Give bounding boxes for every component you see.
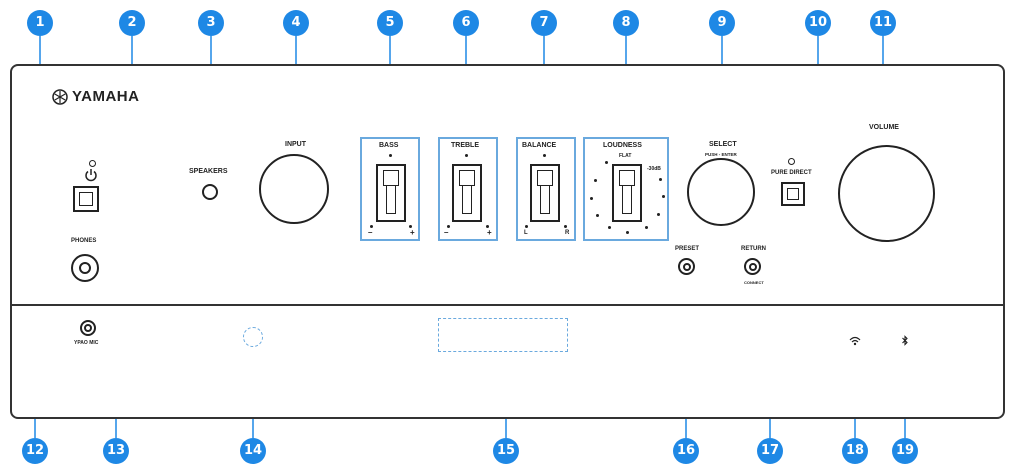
speakers-label: SPEAKERS	[189, 168, 228, 175]
yamaha-tuning-fork-icon	[52, 88, 68, 105]
callout-14: 14	[240, 438, 266, 464]
loudness-scale-dot	[605, 161, 608, 164]
loudness-label: LOUDNESS	[603, 142, 642, 149]
bass-control-group	[360, 137, 420, 241]
treble-minus-label: –	[444, 228, 449, 237]
loudness-scale-dot	[657, 213, 660, 216]
wifi-icon	[849, 336, 861, 346]
volume-label: VOLUME	[869, 124, 899, 131]
callout-17: 17	[757, 438, 783, 464]
front-display	[438, 318, 568, 352]
loudness-scale-dot	[590, 197, 593, 200]
brand-logo: YAMAHA	[52, 88, 139, 105]
bass-fader[interactable]	[376, 164, 406, 222]
callout-18: 18	[842, 438, 868, 464]
treble-plus-label: +	[487, 228, 492, 237]
loudness-control-group	[583, 137, 669, 241]
front-panel	[10, 64, 1005, 419]
power-indicator	[89, 160, 96, 167]
callout-11: 11	[870, 10, 896, 36]
bass-dot-min	[370, 225, 373, 228]
loudness-flat-label: FLAT	[619, 153, 632, 159]
preset-label: PRESET	[675, 246, 700, 252]
balance-right-label: R	[565, 230, 570, 236]
loudness-scale-dot	[626, 231, 629, 234]
bass-plus-label: +	[410, 228, 415, 237]
volume-knob[interactable]	[838, 145, 935, 242]
balance-center-dot	[543, 154, 546, 157]
bluetooth-icon	[902, 335, 908, 346]
callout-15: 15	[493, 438, 519, 464]
callout-19: 19	[892, 438, 918, 464]
callout-8: 8	[613, 10, 639, 36]
treble-center-dot	[465, 154, 468, 157]
return-button[interactable]	[744, 258, 761, 275]
input-knob[interactable]	[259, 154, 329, 224]
ypao-mic-label: YPAO MIC	[74, 340, 99, 346]
callout-7: 7	[531, 10, 557, 36]
panel-divider	[10, 304, 1005, 306]
select-knob[interactable]	[687, 158, 755, 226]
treble-dot-max	[486, 225, 489, 228]
callout-3: 3	[198, 10, 224, 36]
balance-left-label: L	[524, 230, 528, 236]
treble-label: TREBLE	[451, 142, 479, 149]
bass-label: BASS	[379, 142, 399, 149]
callout-5: 5	[377, 10, 403, 36]
select-label: SELECT	[709, 141, 737, 148]
loudness-scale-dot	[608, 226, 611, 229]
connect-label: CONNECT	[744, 280, 764, 285]
return-label: RETURN	[741, 246, 766, 252]
phones-jack[interactable]	[71, 254, 99, 282]
callout-1: 1	[27, 10, 53, 36]
loudness-scale-dot	[596, 214, 599, 217]
power-button[interactable]	[73, 186, 99, 212]
callout-9: 9	[709, 10, 735, 36]
loudness-scale-dot	[594, 179, 597, 182]
treble-dot-min	[447, 225, 450, 228]
callout-4: 4	[283, 10, 309, 36]
balance-label: BALANCE	[522, 142, 557, 149]
callout-13: 13	[103, 438, 129, 464]
preset-button[interactable]	[678, 258, 695, 275]
power-icon	[85, 169, 97, 182]
bass-dot-max	[409, 225, 412, 228]
balance-dot-left	[525, 225, 528, 228]
select-push-enter-label: PUSH - ENTER	[705, 152, 737, 157]
loudness-scale-dot	[659, 178, 662, 181]
treble-control-group	[438, 137, 498, 241]
loudness-fader[interactable]	[612, 164, 642, 222]
input-label: INPUT	[285, 141, 306, 148]
brand-name: YAMAHA	[72, 88, 140, 105]
phones-label: PHONES	[71, 238, 97, 244]
callout-16: 16	[673, 438, 699, 464]
speakers-button[interactable]	[202, 184, 218, 200]
bass-center-dot	[389, 154, 392, 157]
callout-2: 2	[119, 10, 145, 36]
bass-minus-label: –	[368, 228, 373, 237]
pure-direct-indicator	[788, 158, 795, 165]
callout-10: 10	[805, 10, 831, 36]
callout-6: 6	[453, 10, 479, 36]
loudness-minus30-label: -30dB	[647, 166, 661, 172]
pure-direct-label: PURE DIRECT	[771, 170, 812, 176]
remote-sensor	[243, 327, 263, 347]
loudness-scale-dot	[662, 195, 665, 198]
ypao-mic-jack[interactable]	[80, 320, 96, 336]
balance-fader[interactable]	[530, 164, 560, 222]
balance-control-group	[516, 137, 576, 241]
balance-dot-right	[564, 225, 567, 228]
loudness-scale-dot	[645, 226, 648, 229]
treble-fader[interactable]	[452, 164, 482, 222]
pure-direct-button[interactable]	[781, 182, 805, 206]
callout-12: 12	[22, 438, 48, 464]
